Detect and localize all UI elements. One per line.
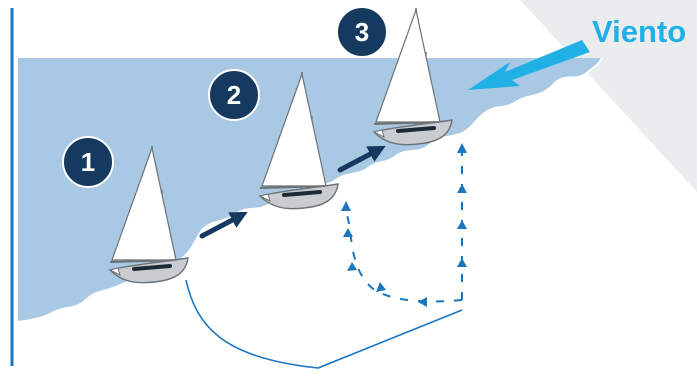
step-number: 2 [227, 80, 241, 110]
step-number: 3 [355, 17, 369, 47]
wind-label: Viento [592, 14, 686, 49]
step-badge-3: 3 [337, 7, 387, 57]
step-badge-2: 2 [209, 70, 259, 120]
bracket-lines [186, 280, 462, 368]
step-badge-1: 1 [63, 137, 113, 187]
step-number: 1 [81, 147, 95, 177]
